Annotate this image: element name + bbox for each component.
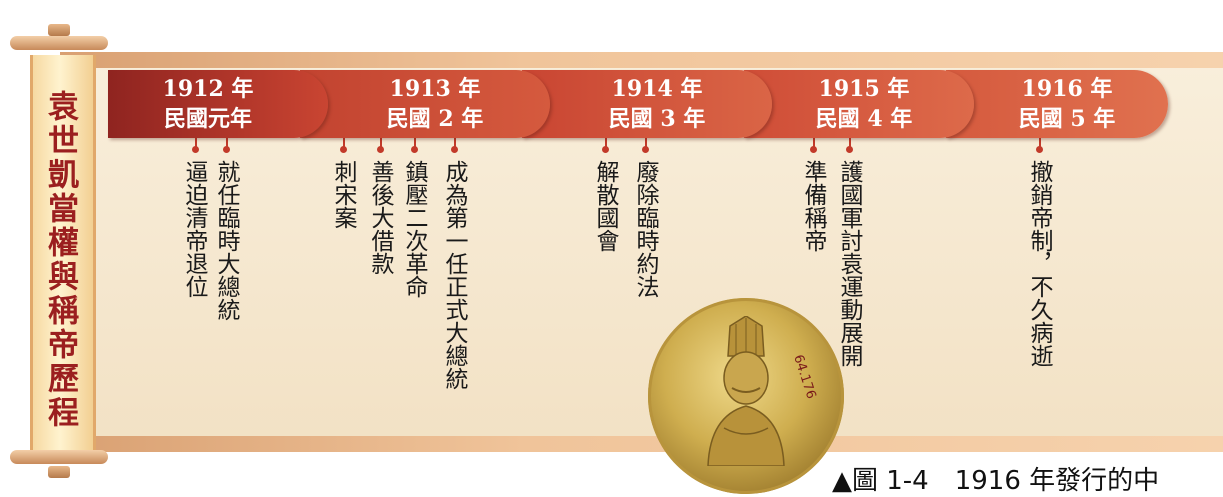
- timeline-top-band: [60, 52, 1223, 68]
- event-song-assassination: 刺宋案: [330, 160, 356, 229]
- event-marker: [340, 146, 347, 153]
- event-connector: [380, 138, 382, 150]
- event-formal-president: 成為第一任正式大總統: [441, 160, 467, 390]
- event-marker: [451, 146, 458, 153]
- timeline-segment-1913: 1913 年 民國 2 年: [300, 70, 550, 138]
- year-label: 1913 年: [389, 76, 481, 102]
- scroll-bottom-knob: [48, 466, 70, 478]
- event-abdication: 逼迫清帝退位: [181, 160, 207, 298]
- scroll-paper: [30, 55, 96, 452]
- event-provisional-president: 就任臨時大總統: [213, 160, 239, 321]
- year-label: 1912 年: [162, 76, 254, 102]
- event-connector: [343, 138, 345, 150]
- event-connector: [813, 138, 815, 150]
- era-label: 民國 4 年: [815, 106, 913, 132]
- year-label: 1915 年: [818, 76, 910, 102]
- event-marker: [223, 146, 230, 153]
- timeline-segment-1914: 1914 年 民國 3 年: [522, 70, 772, 138]
- timeline-segment-1912: 1912 年 民國元年: [108, 70, 328, 138]
- timeline-bottom-band: [60, 436, 1223, 452]
- scroll-top-knob: [48, 24, 70, 36]
- event-prepare-emperor: 準備稱帝: [800, 160, 826, 252]
- era-label: 民國 5 年: [1018, 106, 1116, 132]
- event-marker: [1036, 146, 1043, 153]
- event-connector: [849, 138, 851, 150]
- scroll-title: 袁世凱當權與稱帝歷程: [42, 90, 78, 430]
- event-connector: [605, 138, 607, 150]
- event-connector: [454, 138, 456, 150]
- era-label: 民國 2 年: [386, 106, 484, 132]
- event-connector: [226, 138, 228, 150]
- figure-caption: ▲圖 1-4 1916 年發行的中: [832, 466, 1160, 496]
- event-marker: [192, 146, 199, 153]
- era-label: 民國 3 年: [608, 106, 706, 132]
- event-marker: [411, 146, 418, 153]
- event-marker: [642, 146, 649, 153]
- portrait-bust-icon: [707, 316, 785, 466]
- event-second-revolution: 鎮壓二次革命: [401, 160, 427, 298]
- event-reorganization-loan: 善後大借款: [367, 160, 393, 275]
- event-dissolve-parliament: 解散國會: [592, 160, 618, 252]
- timeline-segment-1916: 1916 年 民國 5 年: [946, 70, 1168, 138]
- event-connector: [414, 138, 416, 150]
- scroll-bottom-rod: [10, 450, 108, 464]
- event-marker: [810, 146, 817, 153]
- event-connector: [195, 138, 197, 150]
- scroll-top-rod: [10, 36, 108, 50]
- event-national-protection-war: 護國軍討袁運動展開: [836, 160, 862, 367]
- event-marker: [377, 146, 384, 153]
- event-marker: [602, 146, 609, 153]
- event-revoke-monarchy: 撤銷帝制，不久病逝: [1026, 160, 1052, 367]
- year-label: 1914 年: [611, 76, 703, 102]
- event-connector: [645, 138, 647, 150]
- era-label: 民國元年: [163, 106, 252, 132]
- timeline-segment-1915: 1915 年 民國 4 年: [744, 70, 974, 138]
- event-connector: [1039, 138, 1041, 150]
- yuan-shikai-coin-image: 64.176: [648, 298, 844, 494]
- title-scroll: 袁世凱當權與稱帝歷程: [4, 0, 114, 494]
- event-marker: [846, 146, 853, 153]
- event-abolish-constitution: 廢除臨時約法: [632, 160, 658, 298]
- year-label: 1916 年: [1021, 76, 1113, 102]
